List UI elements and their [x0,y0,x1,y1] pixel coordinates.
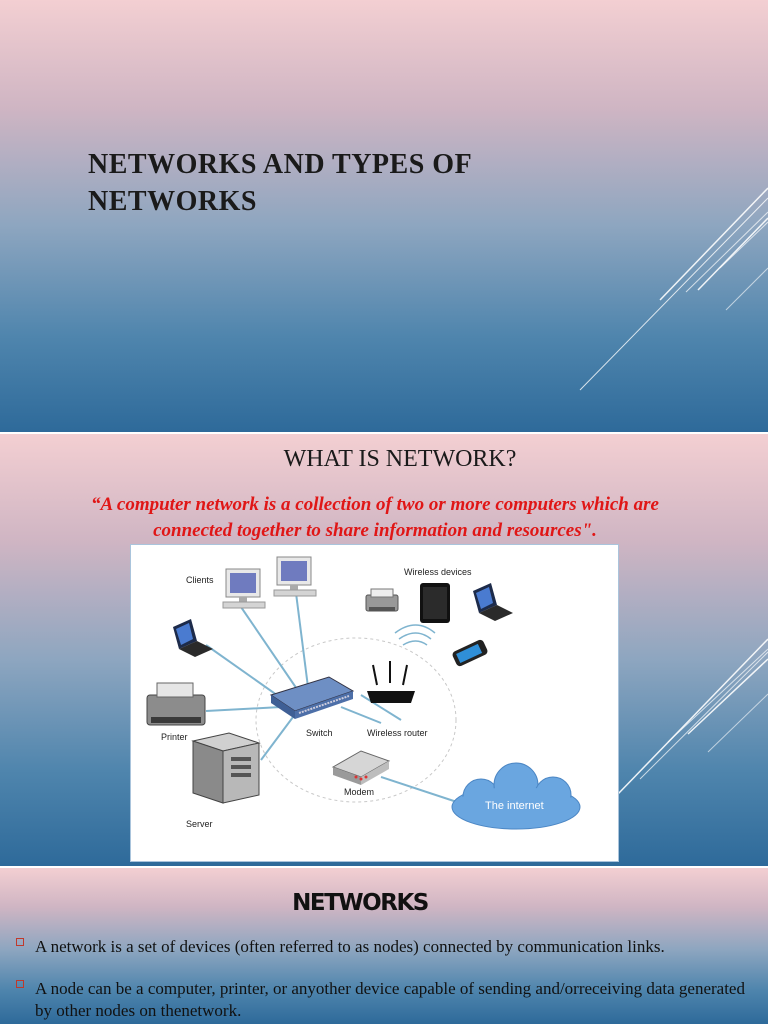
network-diagram: Clients Wireless devices [130,544,619,862]
bullet-text: A network is a set of devices (often ref… [35,937,665,956]
list-item: A network is a set of devices (often ref… [16,936,746,958]
networks-slide: NETWORKS A network is a set of devices (… [0,868,768,1024]
definition-line-1: “A computer network is a collection of t… [91,494,659,515]
square-bullet-icon [16,980,24,988]
network-definition: “A computer network is a collection of t… [25,492,725,544]
decorative-lines [579,187,768,391]
slide-heading: NETWORKS [292,890,429,916]
printer-icon [146,682,206,726]
clients-label: Clients [186,575,214,585]
definition-slide: WHAT IS NETWORK? “A computer network is … [0,434,768,866]
wireless-router-icon [367,661,415,703]
network-zone [255,637,457,803]
bullet-text: A node can be a computer, printer, or an… [35,979,745,1020]
wireless-devices-label: Wireless devices [404,567,472,577]
desktop-client-icon [273,556,317,597]
title-slide: NETWORKS AND TYPES OF NETWORKS [0,0,768,432]
server-label: Server [186,819,213,829]
wireless-printer-icon [365,588,399,612]
presentation-title: NETWORKS AND TYPES OF NETWORKS [88,146,568,220]
wifi-signal-icon [394,624,436,646]
internet-label: The internet [485,800,544,812]
laptop-icon [473,583,513,621]
slide-heading: WHAT IS NETWORK? [283,446,517,472]
switch-icon [269,676,355,719]
wireless-router-label: Wireless router [367,728,428,738]
smartphone-icon [452,639,488,667]
bullet-list: A network is a set of devices (often ref… [16,936,746,1024]
title-line-1: NETWORKS AND TYPES OF [88,149,473,180]
modem-label: Modem [344,787,374,797]
printer-label: Printer [161,732,188,742]
laptop-icon [173,619,213,657]
definition-line-2: connected together to share information … [153,520,597,541]
list-item: A node can be a computer, printer, or an… [16,978,746,1022]
tablet-icon [420,583,450,623]
title-line-2: NETWORKS [88,186,257,217]
internet-cloud-icon [451,762,581,830]
network-diagram-svg: Clients Wireless devices [146,556,581,830]
modem-icon [331,750,391,785]
square-bullet-icon [16,938,24,946]
connection-lines [205,592,467,806]
server-icon [191,732,261,804]
desktop-client-icon [222,568,266,609]
switch-label: Switch [306,728,333,738]
